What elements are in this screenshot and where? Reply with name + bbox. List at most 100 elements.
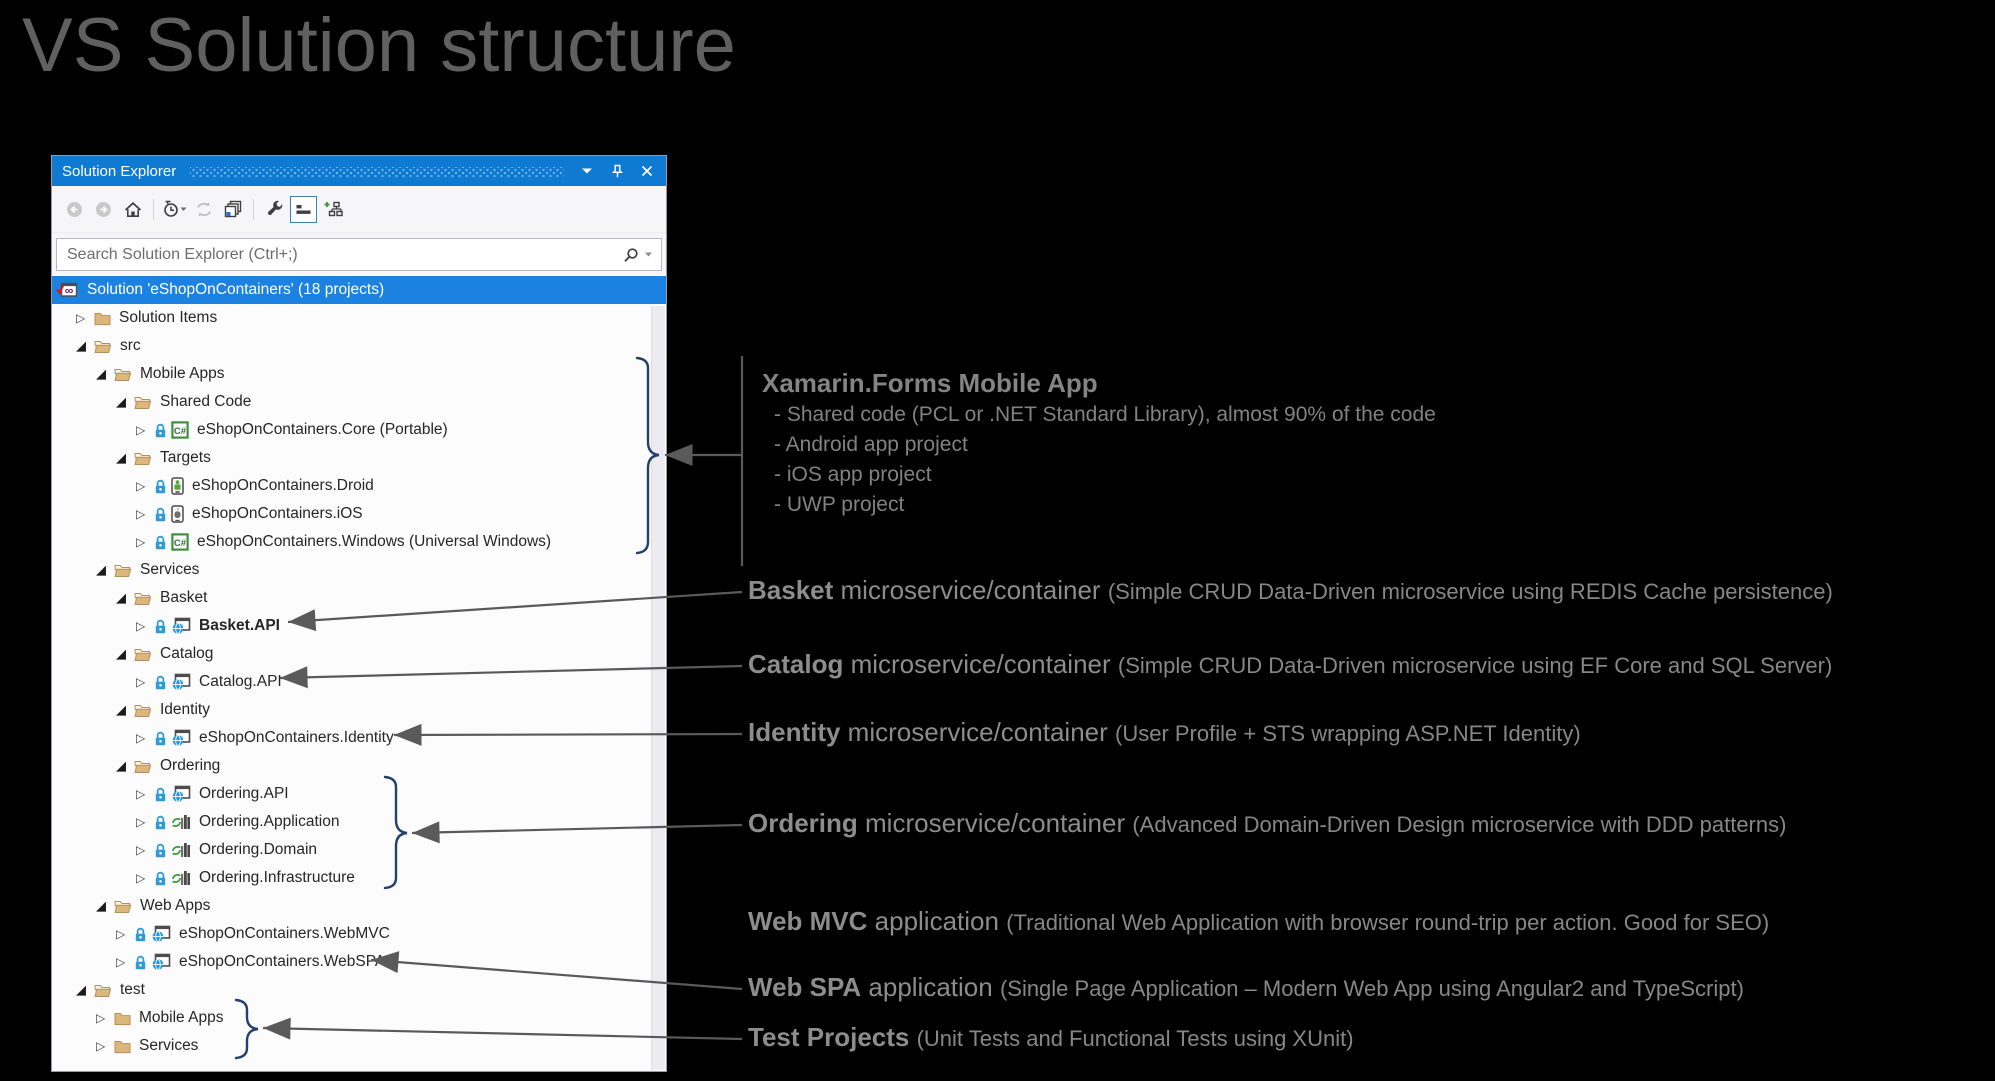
expand-expander-icon[interactable]: ▷ (116, 955, 126, 969)
expand-expander-icon[interactable]: ▷ (136, 619, 146, 633)
expand-expander-icon[interactable]: ▷ (76, 311, 86, 325)
tree-item-label: Ordering.Application (199, 813, 340, 830)
home-button[interactable] (119, 196, 146, 223)
collapse-expander-icon[interactable]: ◢ (96, 366, 106, 381)
panel-titlebar[interactable]: Solution Explorer (52, 156, 666, 186)
lock-icon (154, 870, 167, 887)
tree-item-label: Identity (160, 701, 210, 718)
lock-icon (154, 814, 167, 831)
callout-paren: (Simple CRUD Data-Driven microservice us… (1117, 653, 1833, 678)
tree-row[interactable]: ◢Ordering (52, 752, 666, 780)
lock-icon (154, 674, 167, 691)
collapse-all-button[interactable] (290, 195, 317, 223)
back-button[interactable] (61, 196, 88, 223)
web-icon (151, 925, 171, 943)
collapse-expander-icon[interactable]: ◢ (116, 590, 126, 605)
pin-icon[interactable] (606, 160, 628, 182)
tree-row[interactable]: ▷ Catalog.API (52, 668, 666, 696)
vertical-scrollbar[interactable] (651, 306, 665, 1070)
history-filter-button[interactable] (161, 196, 188, 223)
expand-expander-icon[interactable]: ▷ (96, 1011, 106, 1025)
expand-expander-icon[interactable]: ▷ (136, 871, 146, 885)
tree-row[interactable]: ▷C#eShopOnContainers.Windows (Universal … (52, 528, 666, 556)
tree-row[interactable]: ▷ Ordering.Application (52, 808, 666, 836)
tree-row[interactable]: ▷eShopOnContainers.Identity (52, 724, 666, 752)
search-area (52, 233, 666, 275)
tree-row[interactable]: ◢Targets (52, 444, 666, 472)
expand-expander-icon[interactable]: ▷ (136, 507, 146, 521)
tree-item-label: Services (140, 561, 200, 578)
expand-expander-icon[interactable]: ▷ (136, 423, 146, 437)
collapse-expander-icon[interactable]: ◢ (116, 758, 126, 773)
tree-row[interactable]: ◢ Services (52, 556, 666, 584)
svg-text:∞: ∞ (65, 284, 74, 298)
tree-row[interactable]: ◢test (52, 976, 666, 1004)
preview-items-button[interactable] (219, 196, 246, 223)
collapse-expander-icon[interactable]: ◢ (116, 646, 126, 661)
tree-row[interactable]: ◢ Identity (52, 696, 666, 724)
folder-open-icon (114, 367, 132, 382)
expand-expander-icon[interactable]: ▷ (136, 731, 146, 745)
chevron-down-icon[interactable] (576, 160, 598, 182)
tree-row[interactable]: ◢Web Apps (52, 892, 666, 920)
annotation-xamarin-items: - Shared code (PCL or .NET Standard Libr… (762, 400, 1436, 520)
expand-expander-icon[interactable]: ▷ (136, 535, 146, 549)
tree-row[interactable]: ◢ Basket (52, 584, 666, 612)
properties-wrench-button[interactable] (261, 196, 288, 223)
expand-expander-icon[interactable]: ▷ (136, 479, 146, 493)
expand-expander-icon[interactable]: ▷ (136, 787, 146, 801)
close-icon[interactable] (636, 160, 658, 182)
expand-expander-icon[interactable]: ▷ (136, 675, 146, 689)
tree-row[interactable]: ▷eShopOnContainers.Droid (52, 472, 666, 500)
svg-text:C#: C# (174, 426, 187, 437)
tree-row[interactable]: ◢src (52, 332, 666, 360)
collapse-expander-icon[interactable]: ◢ (116, 702, 126, 717)
expand-expander-icon[interactable]: ▷ (136, 843, 146, 857)
folder-open-icon (134, 759, 152, 774)
tree-row[interactable]: ▷ eShopOnContainers.WebMVC (52, 920, 666, 948)
tree-row[interactable]: ▷Ordering.API (52, 780, 666, 808)
collapse-expander-icon[interactable]: ◢ (96, 898, 106, 913)
tree-item-label: Basket (160, 589, 208, 606)
expand-expander-icon[interactable]: ▷ (116, 927, 126, 941)
collapse-expander-icon[interactable]: ◢ (76, 338, 86, 353)
expand-expander-icon[interactable]: ▷ (136, 815, 146, 829)
tree-row[interactable]: ▷Solution Items (52, 304, 666, 332)
tree-row[interactable]: ▷C#eShopOnContainers.Core (Portable) (52, 416, 666, 444)
search-input[interactable] (57, 245, 623, 264)
callout-paren: (Simple CRUD Data-Driven microservice us… (1107, 579, 1833, 604)
tree-row[interactable]: ▷Ordering.Infrastructure (52, 864, 666, 892)
collapse-expander-icon[interactable]: ◢ (116, 450, 126, 465)
sync-button[interactable] (190, 196, 217, 223)
annotation-line: - Android app project (774, 433, 968, 456)
tree-row[interactable]: ◢Catalog (52, 640, 666, 668)
tree-row[interactable]: ▷Services (52, 1032, 666, 1060)
add-diagram-button[interactable] (319, 196, 346, 223)
tree-row[interactable]: ◢Shared Code (52, 388, 666, 416)
collapse-expander-icon[interactable]: ◢ (76, 982, 86, 997)
callout-label: Web SPA (748, 972, 862, 1002)
svg-text:C#: C# (174, 538, 187, 549)
tree-row[interactable]: ▷eShopOnContainers.WebSPA (52, 948, 666, 976)
tree-row[interactable]: ▷Ordering.Domain (52, 836, 666, 864)
lock-icon (154, 478, 167, 495)
tree-row[interactable]: ▷Mobile Apps (52, 1004, 666, 1032)
tree-row[interactable]: ▷eShopOnContainers.iOS (52, 500, 666, 528)
search-icon[interactable] (623, 247, 661, 263)
tree-row[interactable]: ◢Mobile Apps (52, 360, 666, 388)
tree-item-label: eShopOnContainers.WebMVC (179, 925, 390, 942)
folder-open-icon (114, 899, 132, 914)
expand-expander-icon[interactable]: ▷ (96, 1039, 106, 1053)
callout-label: Basket (748, 575, 834, 605)
folder-open-icon (134, 451, 152, 466)
web-icon (171, 617, 191, 635)
collapse-expander-icon[interactable]: ◢ (96, 562, 106, 577)
lock-icon (154, 618, 167, 635)
collapse-expander-icon[interactable]: ◢ (116, 394, 126, 409)
tree-row[interactable]: ∞Solution 'eShopOnContainers' (18 projec… (52, 276, 666, 304)
tree-row[interactable]: ▷Basket.API (52, 612, 666, 640)
annotation-line: - iOS app project (774, 463, 932, 486)
tree-item-label: Catalog.API (199, 673, 282, 690)
forward-button[interactable] (90, 196, 117, 223)
